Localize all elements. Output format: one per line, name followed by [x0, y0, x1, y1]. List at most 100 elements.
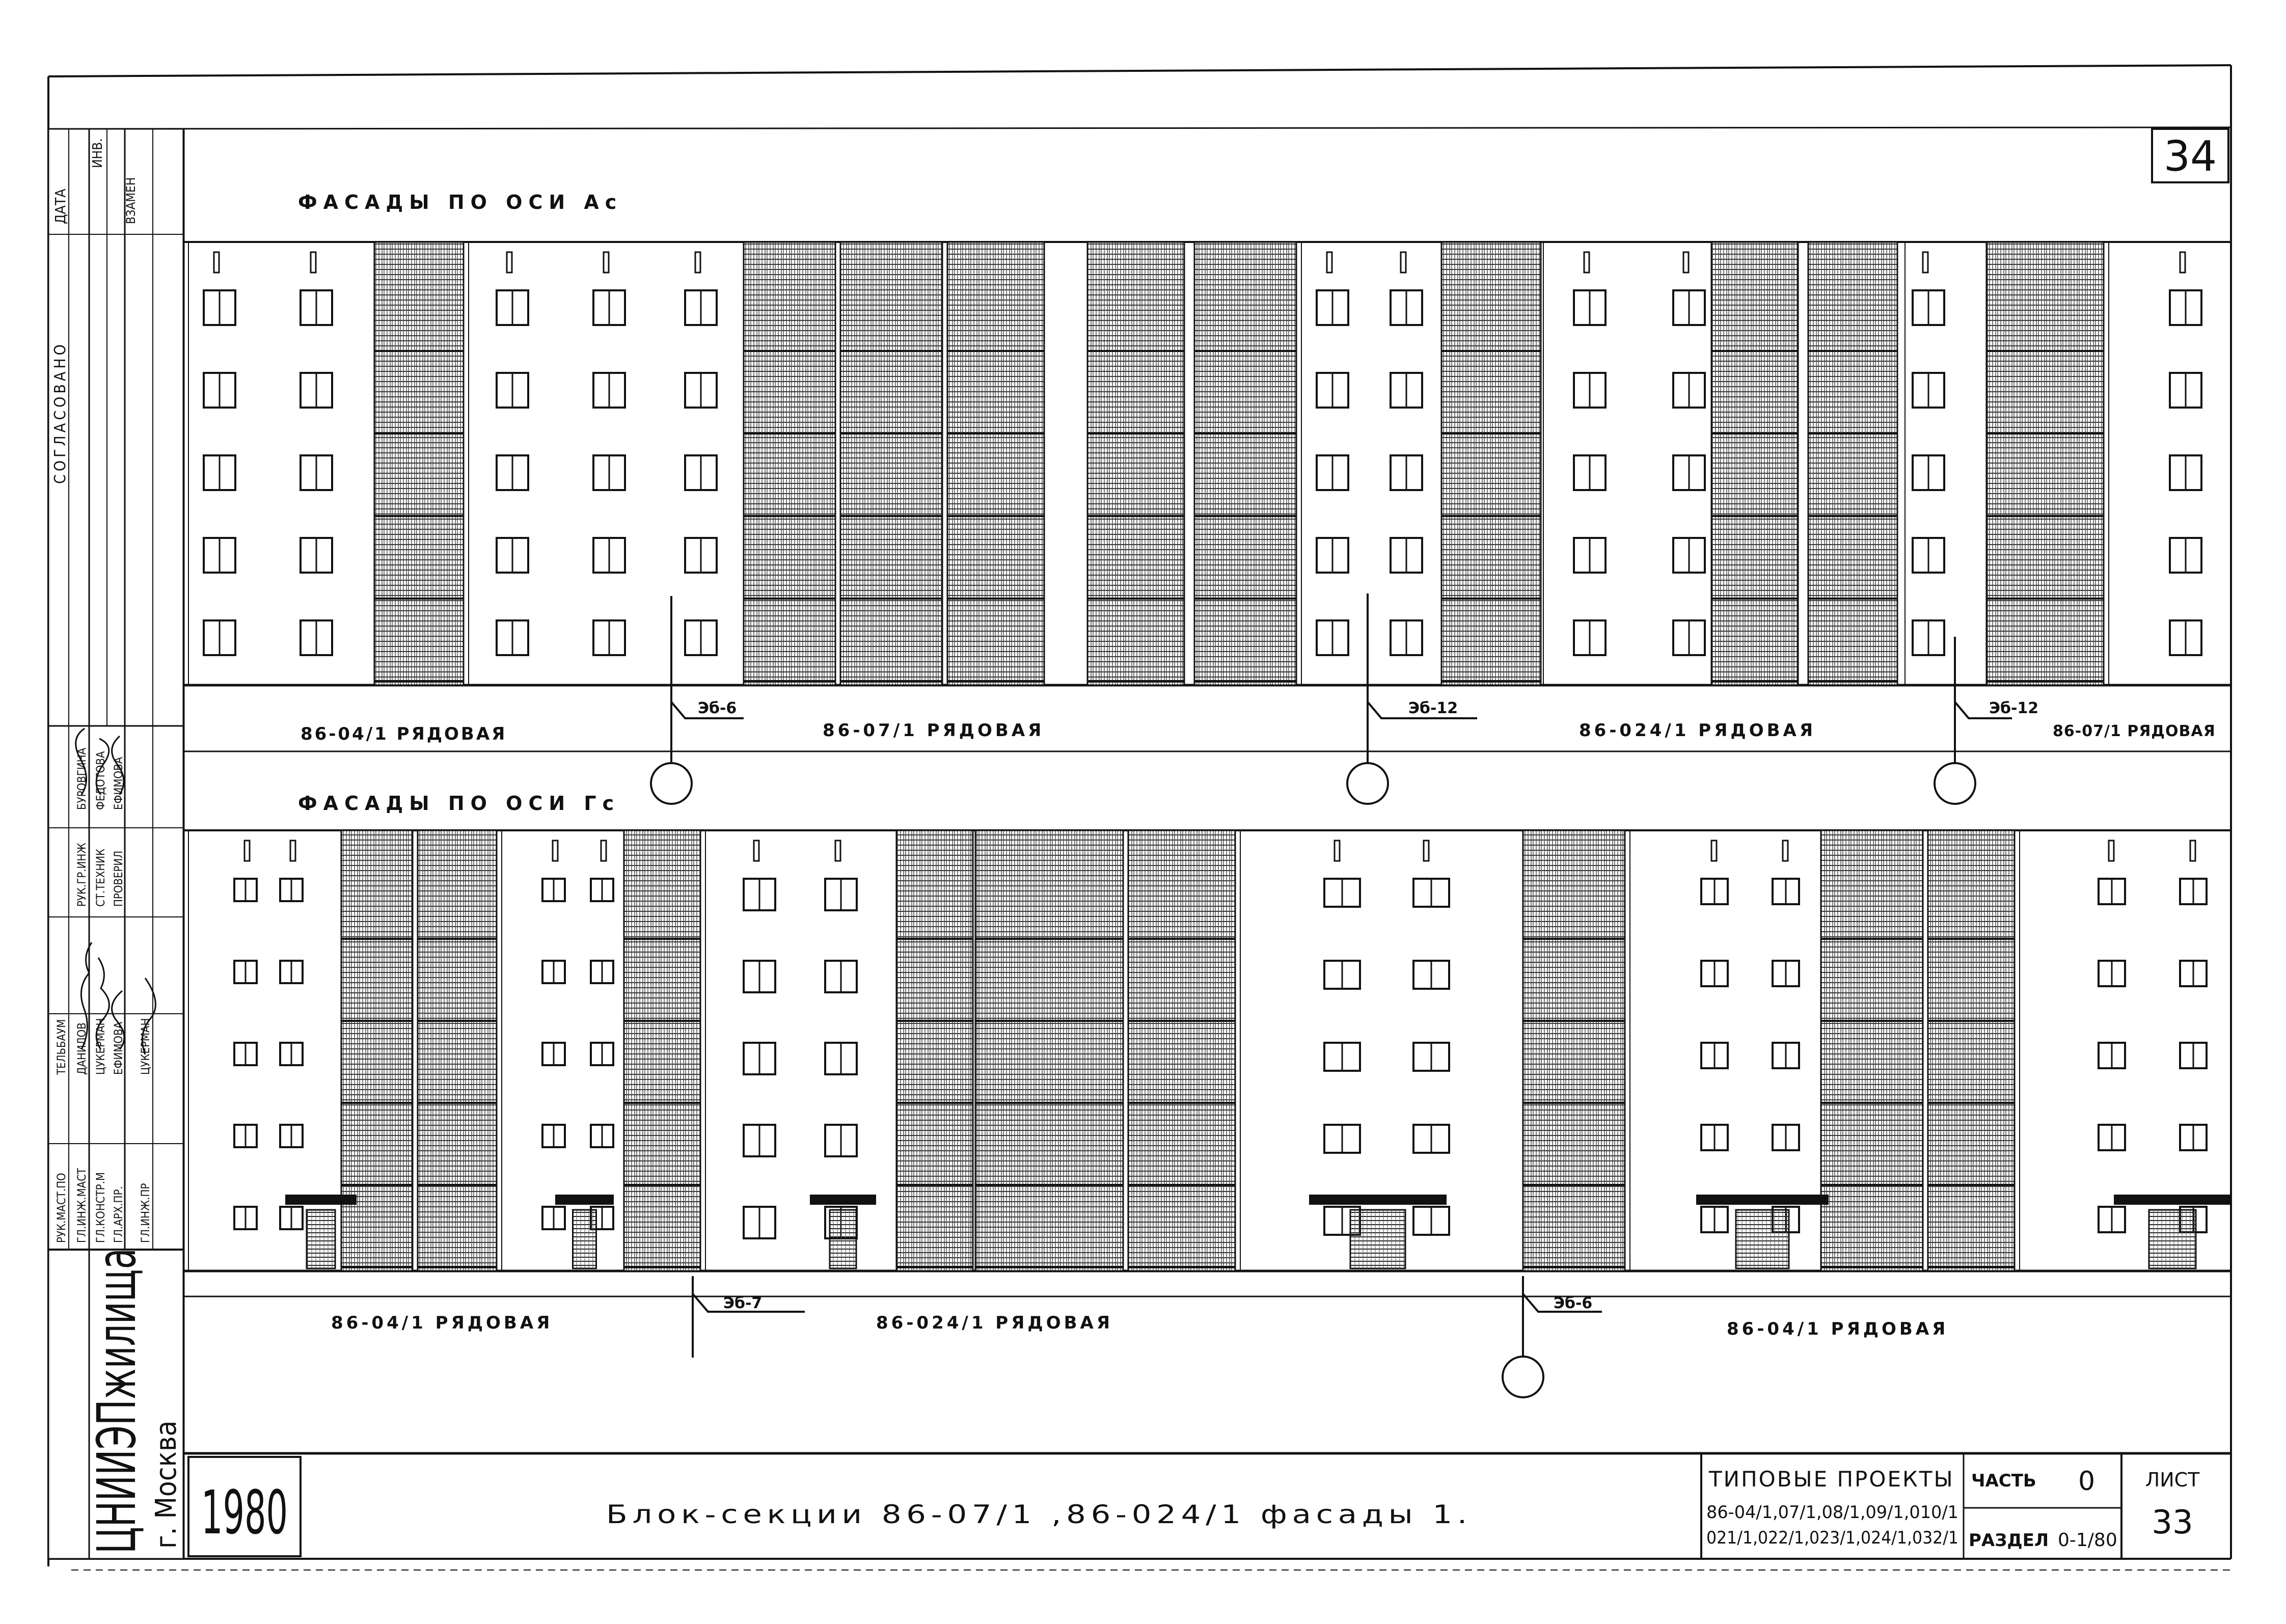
- vent-slot: [2189, 840, 2196, 862]
- section-label: 86-024/1 РЯДОВАЯ: [876, 1313, 1113, 1333]
- axis-circle: [1934, 762, 1976, 805]
- project-codes-line-2: 021/1,022/1,023/1,024/1,032/1: [1706, 1528, 1958, 1548]
- loggia-bay: [1985, 241, 2105, 686]
- org-name: ЦНИИЭПжилища: [86, 1248, 148, 1554]
- part-label: ЧАСТЬ: [1971, 1471, 2036, 1491]
- vent-slot: [1682, 251, 1690, 274]
- staff-role: ГЛ.ИНЖ.МАСТ: [76, 1168, 89, 1243]
- vent-slot: [289, 840, 296, 862]
- staff-role: РУК.МАСТ.ПО: [56, 1173, 68, 1243]
- replace-label: ВЗАМЕН: [124, 177, 138, 224]
- entrance-door: [2148, 1209, 2197, 1269]
- vent-slot: [1423, 840, 1430, 862]
- vent-slot: [2179, 251, 2186, 274]
- entrance-canopy: [1309, 1195, 1447, 1205]
- vent-slot: [1782, 840, 1789, 862]
- joint-marks-top-text: Эб-6 Эб-12 Эб-12: [698, 699, 2038, 717]
- staff-name: ЦУКЕРМАН: [140, 1018, 152, 1075]
- date-label: ДАТА: [52, 188, 69, 224]
- axis-circle: [1502, 1356, 1544, 1398]
- loggia-bay: [1440, 241, 1542, 686]
- facade-bottom: [183, 829, 2231, 1297]
- sheet-number: 34: [2164, 132, 2217, 181]
- section-label: 86-04/1 РЯДОВАЯ: [1727, 1319, 1948, 1339]
- staff-role: ГЛ.ИНЖ.ПР: [140, 1183, 152, 1243]
- sheet-title: Блок-секции 86-07/1 ,86-024/1 фасады 1.: [606, 1500, 1472, 1529]
- entrance-canopy: [1696, 1195, 1829, 1205]
- entrance-door: [829, 1209, 857, 1269]
- section-label: 86-024/1 РЯДОВАЯ: [1579, 720, 1816, 741]
- vent-slot: [243, 840, 251, 862]
- section-label-tb: РАЗДЕЛ: [1969, 1530, 2049, 1551]
- joint-marks-top: [650, 593, 2012, 805]
- entrance-canopy: [2114, 1195, 2231, 1205]
- signature-scribble: [75, 727, 125, 795]
- check-role: СТ.ТЕХНИК: [95, 849, 107, 907]
- loggia-bay: [839, 241, 943, 686]
- axis-circle: [1346, 762, 1389, 805]
- part-value: 0: [2078, 1466, 2095, 1497]
- vent-slot: [694, 251, 701, 274]
- loggia-bay: [946, 241, 1045, 686]
- bottom-section-labels: 86-04/1 РЯДОВАЯ 86-024/1 РЯДОВАЯ 86-04/1…: [331, 1313, 1948, 1339]
- vent-slot: [834, 840, 841, 862]
- project-label: ТИПОВЫЕ ПРОЕКТЫ: [1708, 1467, 1954, 1492]
- loggia-bay: [1927, 829, 2016, 1272]
- joint-mark: Эб-6: [698, 699, 737, 717]
- sheet-label: ЛИСТ: [2145, 1469, 2200, 1491]
- loggia-bay: [974, 829, 1124, 1272]
- vent-slot: [213, 251, 220, 274]
- vent-slot: [506, 251, 513, 274]
- vent-slot: [552, 840, 559, 862]
- loggia-bay: [1820, 829, 1924, 1272]
- loggia-bay: [743, 241, 836, 686]
- section-value: 0-1/80: [2058, 1530, 2117, 1551]
- staff-role: ГЛ.АРХ.ПР.: [113, 1186, 125, 1243]
- staff-name: ЦУКЕРМАН: [95, 1018, 107, 1075]
- entrance-door: [1735, 1209, 1790, 1269]
- joint-marks-bottom: [692, 1276, 1602, 1398]
- sheet-value: 33: [2152, 1504, 2193, 1541]
- entrance-canopy: [810, 1195, 876, 1205]
- loggia-bay: [373, 241, 465, 686]
- title-block: 1980 Блок-секции 86-07/1 ,86-024/1 фасад…: [187, 1453, 2200, 1559]
- vent-slot: [1922, 251, 1929, 274]
- staff-role: ГЛ.КОНСТР.М: [95, 1172, 107, 1243]
- section-label: 86-07/1 РЯДОВАЯ: [2053, 722, 2216, 740]
- loggia-bay: [417, 829, 498, 1272]
- loggia-bay: [1522, 829, 1626, 1272]
- entrance-door: [572, 1209, 597, 1269]
- entrance-canopy: [555, 1195, 614, 1205]
- vent-slot: [1400, 251, 1407, 274]
- section-label: 86-04/1 РЯДОВАЯ: [301, 724, 507, 744]
- vent-slot: [600, 840, 607, 862]
- loggia-bay: [623, 829, 701, 1272]
- org-city: г. Москва: [150, 1421, 183, 1549]
- vent-slot: [603, 251, 610, 274]
- vent-slot: [310, 251, 317, 274]
- staff-name: ЕФИМОВА: [113, 1021, 125, 1075]
- loggia-bay: [1127, 829, 1236, 1272]
- entrance-door: [1349, 1209, 1406, 1269]
- year: 1980: [201, 1477, 288, 1548]
- agreed-label: СОГЛАСОВАНО: [51, 341, 69, 484]
- section-label: 86-07/1 РЯДОВАЯ: [823, 720, 1044, 741]
- loggia-bay: [1086, 241, 1185, 686]
- loggia-bay: [895, 829, 974, 1272]
- joint-mark: Эб-12: [1408, 699, 1458, 717]
- signature-scribble: [80, 942, 156, 1055]
- left-title-strip: СОГЛАСОВАНО ДАТА ИНВ. ВЗАМЕН РУК.МАСТ.ПО…: [47, 128, 184, 1560]
- joint-mark: Эб-12: [1989, 699, 2038, 717]
- check-role: ПРОВЕРИЛ: [113, 851, 125, 907]
- loggia-bay: [1807, 241, 1898, 686]
- vent-slot: [1334, 840, 1341, 862]
- check-role: РУК.ГР.ИНЖ: [76, 843, 89, 907]
- entrance-door: [306, 1209, 336, 1269]
- joint-marks-bottom-text: Эб-7 Эб-6: [723, 1294, 1592, 1312]
- vent-slot: [1710, 840, 1718, 862]
- project-codes-line-1: 86-04/1,07/1,08/1,09/1,010/1: [1706, 1502, 1958, 1523]
- facade-top: [183, 241, 2231, 752]
- loggia-bay: [1710, 241, 1799, 686]
- top-facade-heading: ФАСАДЫ ПО ОСИ Ас: [298, 191, 622, 213]
